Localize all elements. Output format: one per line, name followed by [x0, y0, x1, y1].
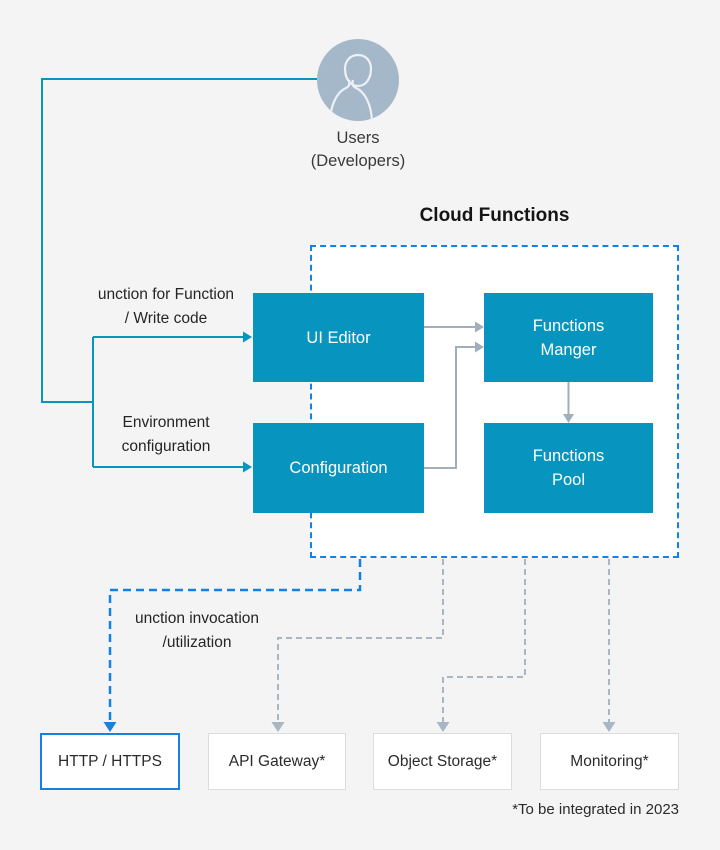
footnote: *To be integrated in 2023 — [512, 801, 679, 818]
arrowhead-http — [103, 722, 117, 732]
arrowhead-configuration — [243, 461, 252, 473]
users-label: Users (Developers) — [310, 129, 406, 170]
arrowhead-object-storage — [436, 722, 450, 732]
box-functions-manager: Functions Manger — [484, 293, 653, 382]
label-function-invocation: unction invocation /utilization — [134, 610, 260, 651]
arrowhead-api-gateway — [271, 722, 285, 732]
label-create-function: unction for Function / Write code — [97, 286, 235, 327]
label-environment-configuration: Environment configuration — [121, 414, 211, 455]
dashed-branches — [277, 559, 610, 722]
endpoint-api-gateway: API Gateway* — [208, 733, 346, 790]
endpoint-object-storage: Object Storage* — [373, 733, 512, 790]
endpoint-http-https: HTTP / HTTPS — [40, 733, 180, 790]
person-avatar-icon — [317, 39, 399, 121]
box-configuration: Configuration — [253, 423, 424, 513]
box-functions-pool: Functions Pool — [484, 423, 653, 513]
branch-object-storage — [442, 559, 526, 722]
arrowhead-monitoring — [602, 722, 616, 732]
endpoint-monitoring: Monitoring* — [540, 733, 679, 790]
cloud-functions-title: Cloud Functions — [419, 205, 570, 226]
dashed-arrowheads — [271, 722, 616, 732]
branch-api-gateway — [277, 559, 444, 722]
box-ui-editor: UI Editor — [253, 293, 424, 382]
arrowhead-ui-editor — [243, 331, 252, 343]
